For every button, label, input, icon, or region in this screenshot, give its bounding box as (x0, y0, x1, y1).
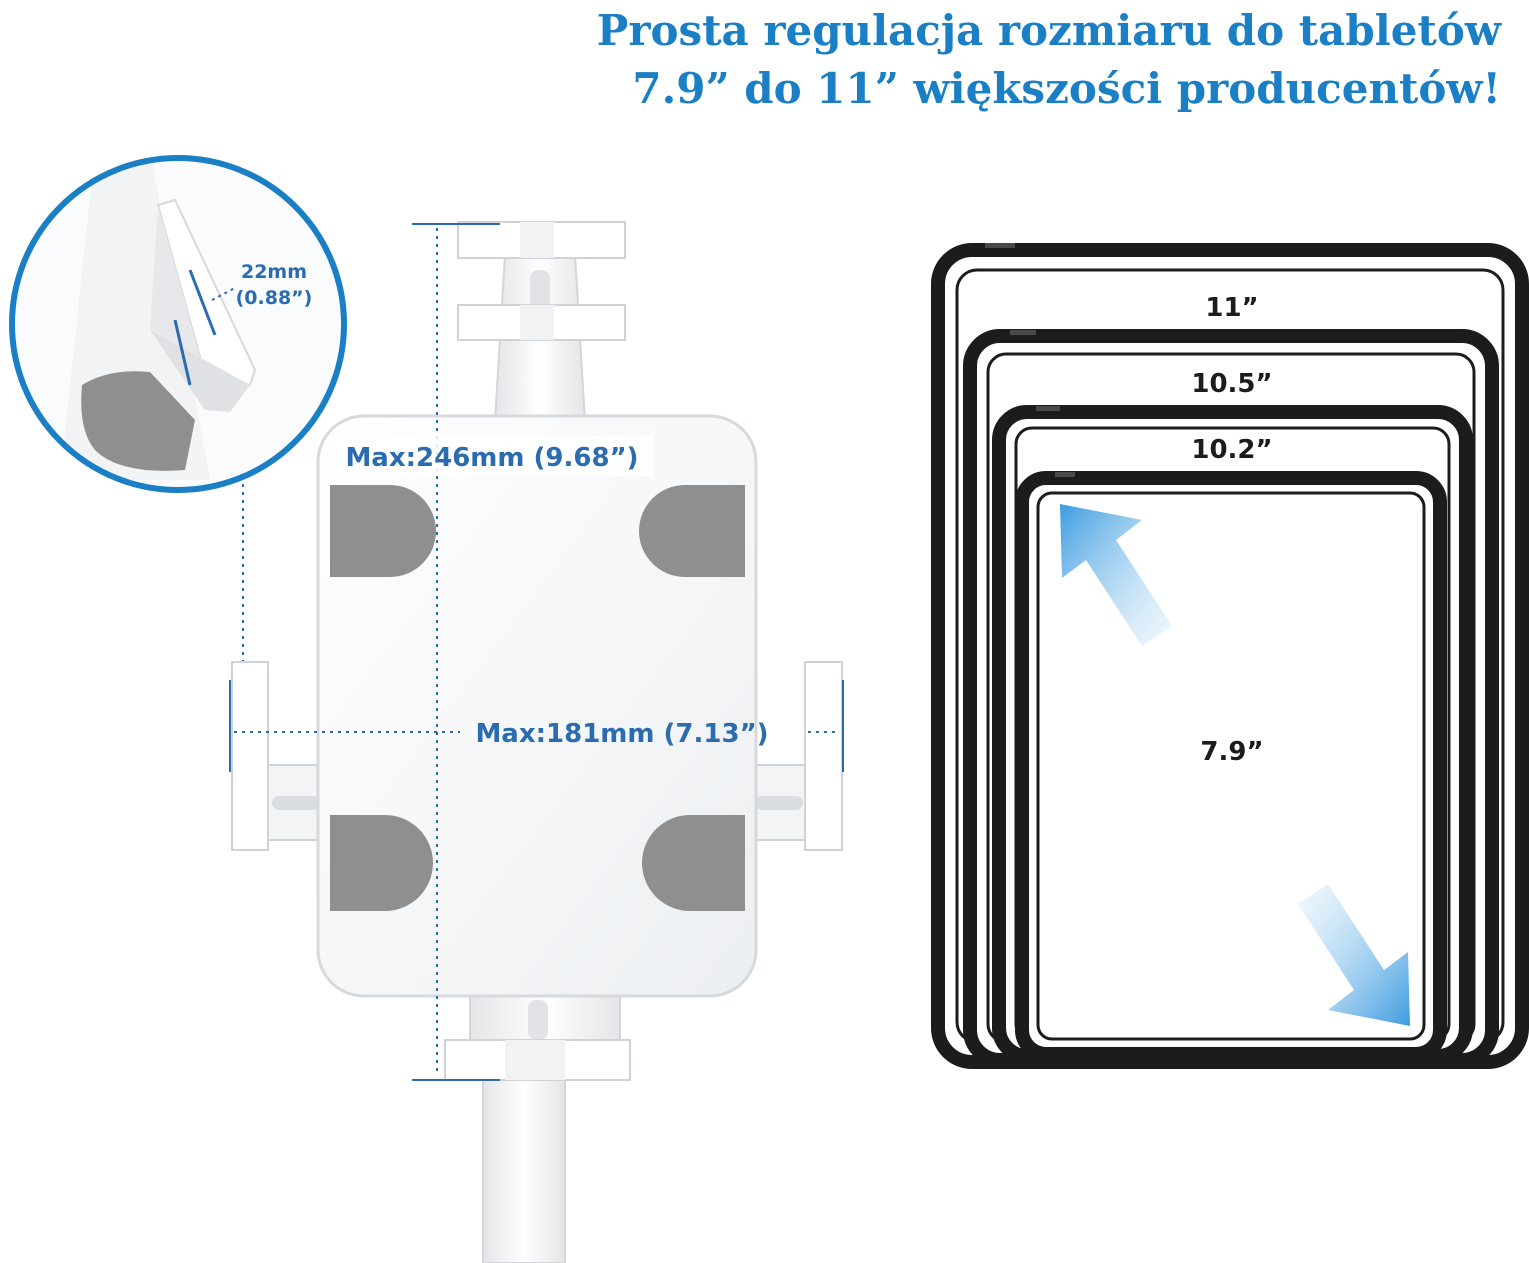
bottom-clamp (444, 1039, 631, 1081)
tablet-size-comparison: 11” 10.5” 10.2” 7.9” (931, 243, 1529, 1069)
size-label-7-9: 7.9” (1200, 737, 1263, 767)
detail-callout: 22mm (0.88”) (9, 155, 347, 493)
tablet-holder (231, 221, 843, 1263)
resize-arrow-up-left (1060, 504, 1172, 646)
pole (482, 1074, 566, 1263)
grip-pad-bottom-left (330, 815, 433, 911)
depth-mm-label: 22mm (241, 261, 307, 283)
height-dimension: Max:246mm (9.68”) (332, 223, 654, 1081)
headline-line-2: 7.9” do 11” większości producentów! (632, 64, 1501, 113)
left-clamp (231, 661, 326, 851)
resize-arrow-down-right (1298, 884, 1410, 1026)
size-label-10-5: 10.5” (1191, 369, 1272, 399)
size-label-11: 11” (1205, 293, 1258, 323)
size-label-10-2: 10.2” (1191, 435, 1272, 465)
headline-line-1: Prosta regulacja rozmiaru do tabletów (596, 6, 1501, 55)
grip-pad-bottom-right (642, 815, 745, 911)
top-clamp (457, 221, 626, 341)
grip-pad-top-right (639, 485, 745, 577)
headline: Prosta regulacja rozmiaru do tabletów 7.… (401, 2, 1501, 118)
grip-pad-top-left (330, 485, 436, 577)
max-height-label: Max:246mm (9.68”) (345, 443, 638, 473)
right-clamp (751, 661, 843, 851)
depth-inch-label: (0.88”) (236, 287, 313, 309)
width-dimension: Max:181mm (7.13”) (229, 680, 844, 772)
depth-marker (173, 319, 192, 386)
max-width-label: Max:181mm (7.13”) (475, 719, 768, 749)
